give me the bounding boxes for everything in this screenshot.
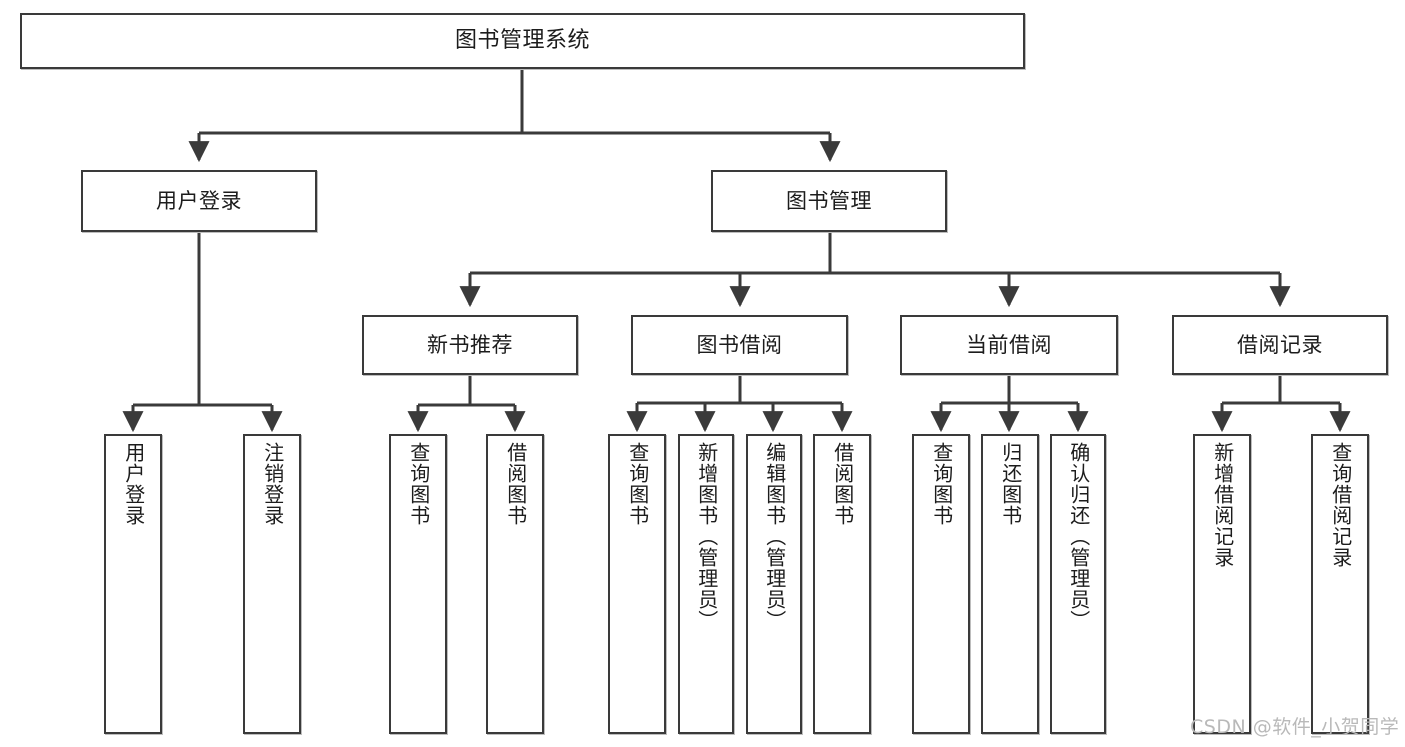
csdn-watermark: CSDN @软件_小贺同学 [1190, 712, 1399, 739]
node-label: 借阅记录 [1237, 332, 1323, 357]
node-leaf-borrow-book[interactable]: 借阅图书 [813, 434, 871, 734]
node-label: 新增图书（管理员） [694, 442, 719, 631]
node-leaf-logout[interactable]: 注销登录 [243, 434, 301, 734]
node-label: 用户登录 [121, 442, 146, 526]
node-user-login[interactable]: 用户登录 [81, 170, 317, 232]
node-label: 用户登录 [156, 188, 242, 213]
node-label: 新增借阅记录 [1210, 442, 1235, 568]
node-leaf-return-book[interactable]: 归还图书 [981, 434, 1039, 734]
node-book-management[interactable]: 图书管理 [711, 170, 947, 232]
node-current-borrow[interactable]: 当前借阅 [900, 315, 1118, 375]
node-label: 归还图书 [998, 442, 1023, 526]
node-leaf-borrow-book-recommend[interactable]: 借阅图书 [486, 434, 544, 734]
node-leaf-query-borrow-record[interactable]: 查询借阅记录 [1311, 434, 1369, 734]
node-label: 新书推荐 [427, 332, 513, 357]
node-leaf-query-book-current[interactable]: 查询图书 [912, 434, 970, 734]
node-label: 图书管理 [786, 188, 872, 213]
node-leaf-query-book-borrow[interactable]: 查询图书 [608, 434, 666, 734]
node-root-system[interactable]: 图书管理系统 [20, 13, 1025, 69]
node-leaf-add-book-admin[interactable]: 新增图书（管理员） [678, 434, 734, 734]
node-label: 图书借阅 [696, 332, 783, 357]
node-label: 确认归还（管理员） [1066, 442, 1091, 631]
node-label: 查询图书 [625, 442, 650, 526]
node-borrow-record[interactable]: 借阅记录 [1172, 315, 1388, 375]
node-leaf-edit-book-admin[interactable]: 编辑图书（管理员） [746, 434, 802, 734]
node-label: 注销登录 [260, 442, 285, 526]
node-label: 当前借阅 [966, 332, 1052, 357]
node-label: 编辑图书（管理员） [762, 442, 787, 631]
node-label: 借阅图书 [503, 442, 528, 526]
node-label: 查询图书 [929, 442, 954, 526]
node-leaf-query-book-recommend[interactable]: 查询图书 [389, 434, 447, 734]
node-label: 查询图书 [406, 442, 431, 526]
node-label: 查询借阅记录 [1328, 442, 1353, 568]
node-leaf-confirm-return-admin[interactable]: 确认归还（管理员） [1050, 434, 1106, 734]
node-leaf-user-login[interactable]: 用户登录 [104, 434, 162, 734]
node-new-book-recommend[interactable]: 新书推荐 [362, 315, 578, 375]
node-book-borrow[interactable]: 图书借阅 [631, 315, 848, 375]
node-label: 借阅图书 [830, 442, 855, 526]
node-leaf-add-borrow-record[interactable]: 新增借阅记录 [1193, 434, 1251, 734]
node-label: 图书管理系统 [454, 28, 590, 54]
watermark-text: CSDN @软件_小贺同学 [1190, 716, 1400, 738]
